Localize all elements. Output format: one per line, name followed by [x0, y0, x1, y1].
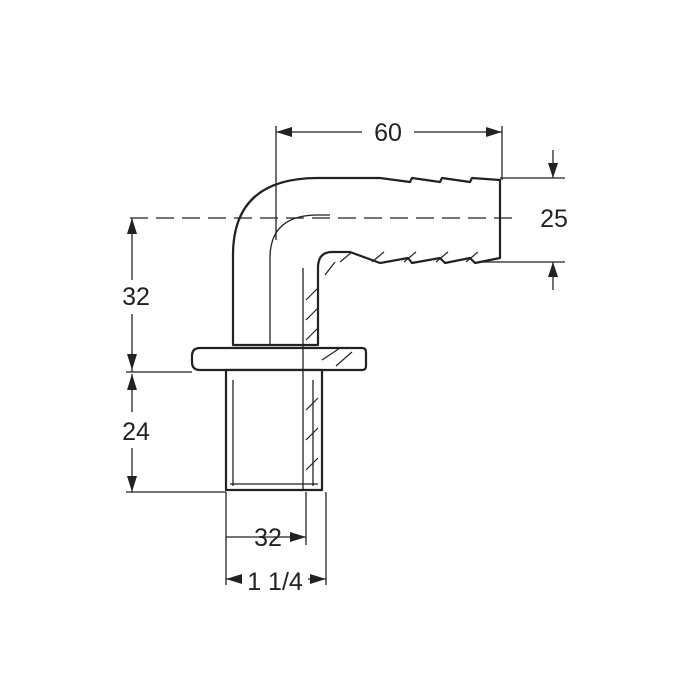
dimension-lines	[126, 126, 565, 585]
elbow-outer-outline	[231, 176, 502, 347]
dim-label-hose-diameter: 25	[540, 205, 568, 233]
dim-label-thread-size: 1 1/4	[247, 568, 303, 596]
dim-label-thread-height: 24	[122, 418, 150, 446]
elbow-fitting	[130, 176, 515, 492]
section-hatching	[305, 251, 479, 471]
inner-bore-curve	[269, 214, 330, 345]
dim-label-bore: 32	[254, 524, 282, 552]
dim-label-top-width: 60	[374, 119, 402, 147]
flange-collar	[190, 346, 368, 372]
threaded-shank	[224, 368, 324, 492]
dim-label-upper-height: 32	[122, 283, 150, 311]
